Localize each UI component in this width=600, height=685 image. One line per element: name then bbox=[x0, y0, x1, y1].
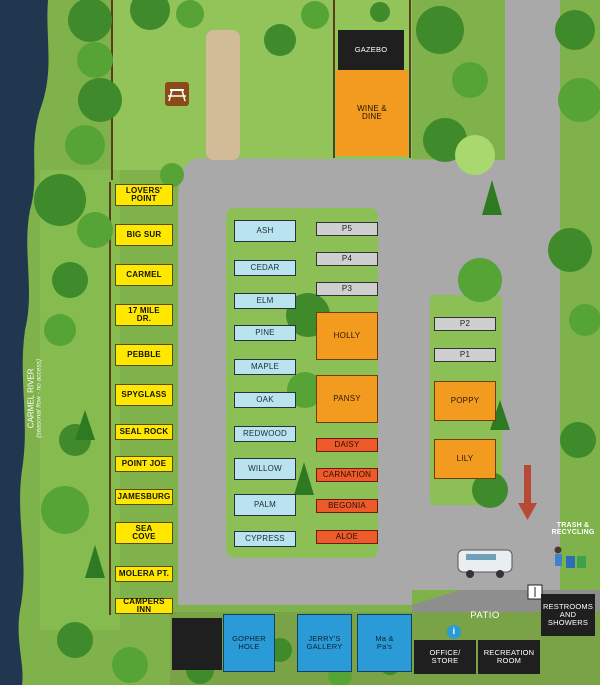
river-name: CARMEL RIVER bbox=[26, 368, 36, 429]
carmel-river bbox=[0, 0, 49, 685]
site-p4[interactable]: P4 bbox=[316, 252, 378, 266]
site-p1[interactable]: P1 bbox=[434, 348, 496, 362]
restroom-icon bbox=[527, 584, 543, 600]
site-palm[interactable]: PALM bbox=[234, 494, 296, 516]
site-redwood[interactable]: REDWOOD bbox=[234, 426, 296, 442]
jerrys-gallery[interactable]: JERRY'S GALLERY bbox=[297, 614, 352, 672]
site-lily[interactable]: LILY bbox=[434, 439, 496, 479]
info-icon: i bbox=[447, 625, 461, 639]
site-cypress[interactable]: CYPRESS bbox=[234, 531, 296, 547]
trash-recycling-icon bbox=[554, 546, 586, 568]
dirt-path bbox=[206, 30, 240, 160]
rv-icon bbox=[457, 549, 513, 578]
ma-and-pas[interactable]: Ma & Pa's bbox=[357, 614, 412, 672]
site-carmel[interactable]: CARMEL bbox=[115, 264, 173, 286]
site-oak[interactable]: OAK bbox=[234, 392, 296, 408]
site-pebble[interactable]: PEBBLE bbox=[115, 344, 173, 366]
site-p2[interactable]: P2 bbox=[434, 317, 496, 331]
restrooms-and-showers[interactable]: RESTROOMS AND SHOWERS bbox=[541, 594, 595, 636]
building-unlabeled bbox=[172, 618, 222, 670]
picnic-table-icon bbox=[165, 82, 189, 106]
site-p5[interactable]: P5 bbox=[316, 222, 378, 236]
site-pine[interactable]: PINE bbox=[234, 325, 296, 341]
site-spyglass[interactable]: SPYGLASS bbox=[115, 384, 173, 406]
site-lovers-point[interactable]: LOVERS' POINT bbox=[115, 184, 173, 206]
site-poppy[interactable]: POPPY bbox=[434, 381, 496, 421]
river-label: CARMEL RIVER (seasonal flow - no access) bbox=[27, 343, 44, 453]
patio-label: PATIO bbox=[470, 610, 500, 622]
site-point-joe[interactable]: POINT JOE bbox=[115, 456, 173, 472]
site-aloe[interactable]: ALOE bbox=[316, 530, 378, 544]
site-carnation[interactable]: CARNATION bbox=[316, 468, 378, 482]
site-17-mile-dr[interactable]: 17 MILE DR. bbox=[115, 304, 173, 326]
site-maple[interactable]: MAPLE bbox=[234, 359, 296, 375]
site-elm[interactable]: ELM bbox=[234, 293, 296, 309]
site-pansy[interactable]: PANSY bbox=[316, 375, 378, 423]
site-molera-pt[interactable]: MOLERA PT. bbox=[115, 566, 173, 582]
pine-trees bbox=[75, 180, 510, 578]
site-ash[interactable]: ASH bbox=[234, 220, 296, 242]
site-jamesburg[interactable]: JAMESBURG bbox=[115, 489, 173, 505]
wine-and-dine[interactable]: WINE & DINE bbox=[336, 70, 408, 156]
site-big-sur[interactable]: BIG SUR bbox=[115, 224, 173, 246]
site-seal-rock[interactable]: SEAL ROCK bbox=[115, 424, 173, 440]
recreation-room[interactable]: RECREATION ROOM bbox=[478, 640, 540, 674]
trash-recycling-label: TRASH & RECYCLING bbox=[551, 521, 595, 536]
gazebo[interactable]: GAZEBO bbox=[338, 30, 404, 70]
site-willow[interactable]: WILLOW bbox=[234, 458, 296, 480]
site-daisy[interactable]: DAISY bbox=[316, 438, 378, 452]
site-holly[interactable]: HOLLY bbox=[316, 312, 378, 360]
site-p3[interactable]: P3 bbox=[316, 282, 378, 296]
gopher-hole[interactable]: GOPHER HOLE bbox=[223, 614, 275, 672]
site-sea-cove[interactable]: SEA COVE bbox=[115, 522, 173, 544]
lawn-west bbox=[40, 170, 120, 630]
site-begonia[interactable]: BEGONIA bbox=[316, 499, 378, 513]
site-cedar[interactable]: CEDAR bbox=[234, 260, 296, 276]
trees bbox=[34, 0, 600, 685]
direction-arrow-icon bbox=[518, 465, 537, 520]
site-campers-inn[interactable]: CAMPERS INN bbox=[115, 597, 173, 614]
office-store[interactable]: OFFICE/ STORE bbox=[414, 640, 476, 674]
river-note: (seasonal flow - no access) bbox=[35, 358, 43, 438]
